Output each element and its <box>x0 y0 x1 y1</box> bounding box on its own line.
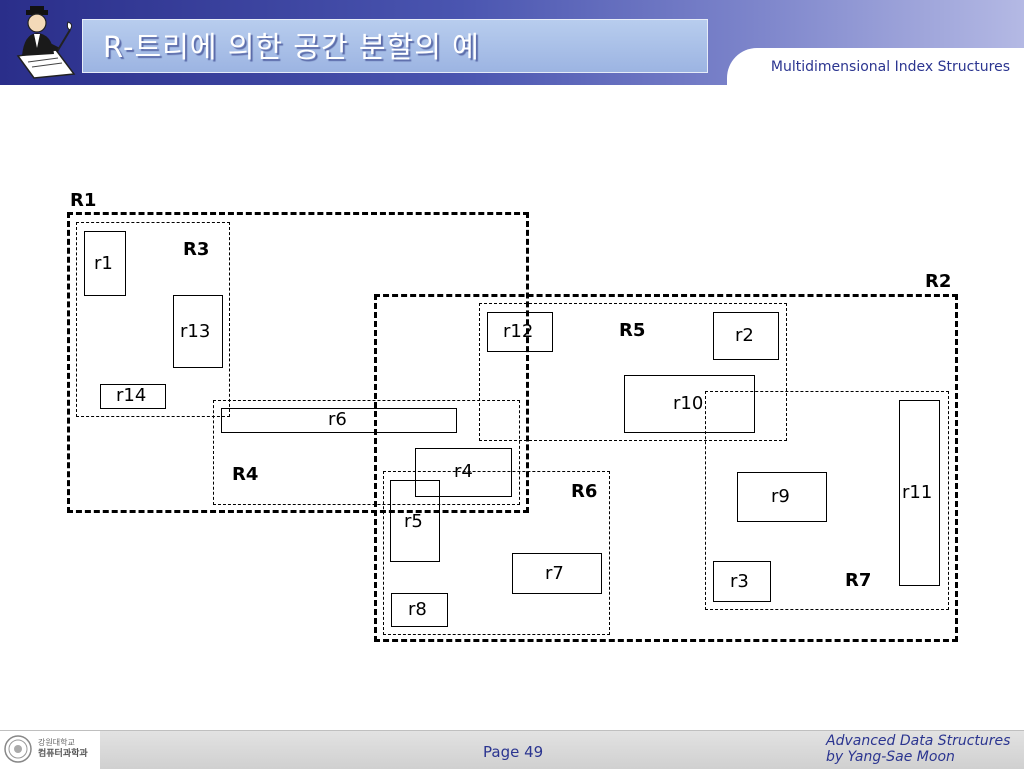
rect-r9 <box>737 472 827 522</box>
header-bar: R-트리에 의한 공간 분할의 예 Multidimensional Index… <box>0 0 1024 85</box>
label-r12: r12 <box>503 321 534 342</box>
label-r13: r13 <box>180 321 211 342</box>
department-name: 강원대학교 컴퓨터과학과 <box>38 737 88 760</box>
university-seal-icon <box>4 735 32 763</box>
credit-line-1: Advanced Data Structures <box>826 733 1011 749</box>
logo-line-2: 컴퓨터과학과 <box>38 749 88 759</box>
label-r3: r3 <box>730 571 749 592</box>
rect-r5 <box>390 480 440 562</box>
label-r10: r10 <box>673 393 704 414</box>
region-R6 <box>383 471 610 635</box>
label-r6: r6 <box>328 409 347 430</box>
label-r2: r2 <box>735 325 754 346</box>
course-subtitle: Multidimensional Index Structures <box>770 59 1010 75</box>
rect-r1 <box>84 231 126 296</box>
rect-r10 <box>624 375 755 433</box>
label-R3: R3 <box>183 239 210 260</box>
university-logo: 강원대학교 컴퓨터과학과 <box>0 731 100 769</box>
region-R3 <box>76 222 230 417</box>
page-title: R-트리에 의한 공간 분할의 예 <box>103 30 480 64</box>
rect-r14 <box>100 384 166 409</box>
footer-bar: 강원대학교 컴퓨터과학과 Page 49 Advanced Data Struc… <box>0 730 1024 769</box>
rect-r12 <box>487 312 553 352</box>
label-R5: R5 <box>619 320 646 341</box>
label-r4: r4 <box>454 461 473 482</box>
rect-r11 <box>899 400 940 586</box>
label-r7: r7 <box>545 563 564 584</box>
label-r14: r14 <box>116 385 147 406</box>
rect-r4 <box>415 448 512 497</box>
label-R6: R6 <box>571 481 598 502</box>
scholar-with-quill-icon <box>16 6 76 79</box>
label-r11: r11 <box>902 482 933 503</box>
rect-r7 <box>512 553 602 594</box>
label-R2: R2 <box>925 271 952 292</box>
region-R7 <box>705 391 949 610</box>
label-R1: R1 <box>70 190 97 211</box>
rect-r13 <box>173 295 223 368</box>
label-r9: r9 <box>771 486 790 507</box>
label-r5: r5 <box>404 511 423 532</box>
rect-r6 <box>221 408 457 433</box>
rect-r2 <box>713 312 779 360</box>
label-r8: r8 <box>408 599 427 620</box>
rect-r8 <box>391 593 448 627</box>
region-R4 <box>213 400 520 505</box>
region-R2 <box>374 294 958 642</box>
label-R7: R7 <box>845 570 872 591</box>
page-number: Page 49 <box>483 743 544 761</box>
label-R4: R4 <box>232 464 259 485</box>
rect-r3 <box>713 561 771 602</box>
footer-credit: Advanced Data Structures by Yang-Sae Moo… <box>826 733 1010 765</box>
logo-line-1: 강원대학교 <box>38 738 75 747</box>
region-R1 <box>67 212 529 513</box>
label-r1: r1 <box>94 253 113 274</box>
credit-line-2: by Yang-Sae Moon <box>826 749 955 765</box>
title-box: R-트리에 의한 공간 분할의 예 <box>82 19 708 73</box>
subtitle-tab: Multidimensional Index Structures <box>727 48 1024 85</box>
region-R5 <box>479 303 787 441</box>
